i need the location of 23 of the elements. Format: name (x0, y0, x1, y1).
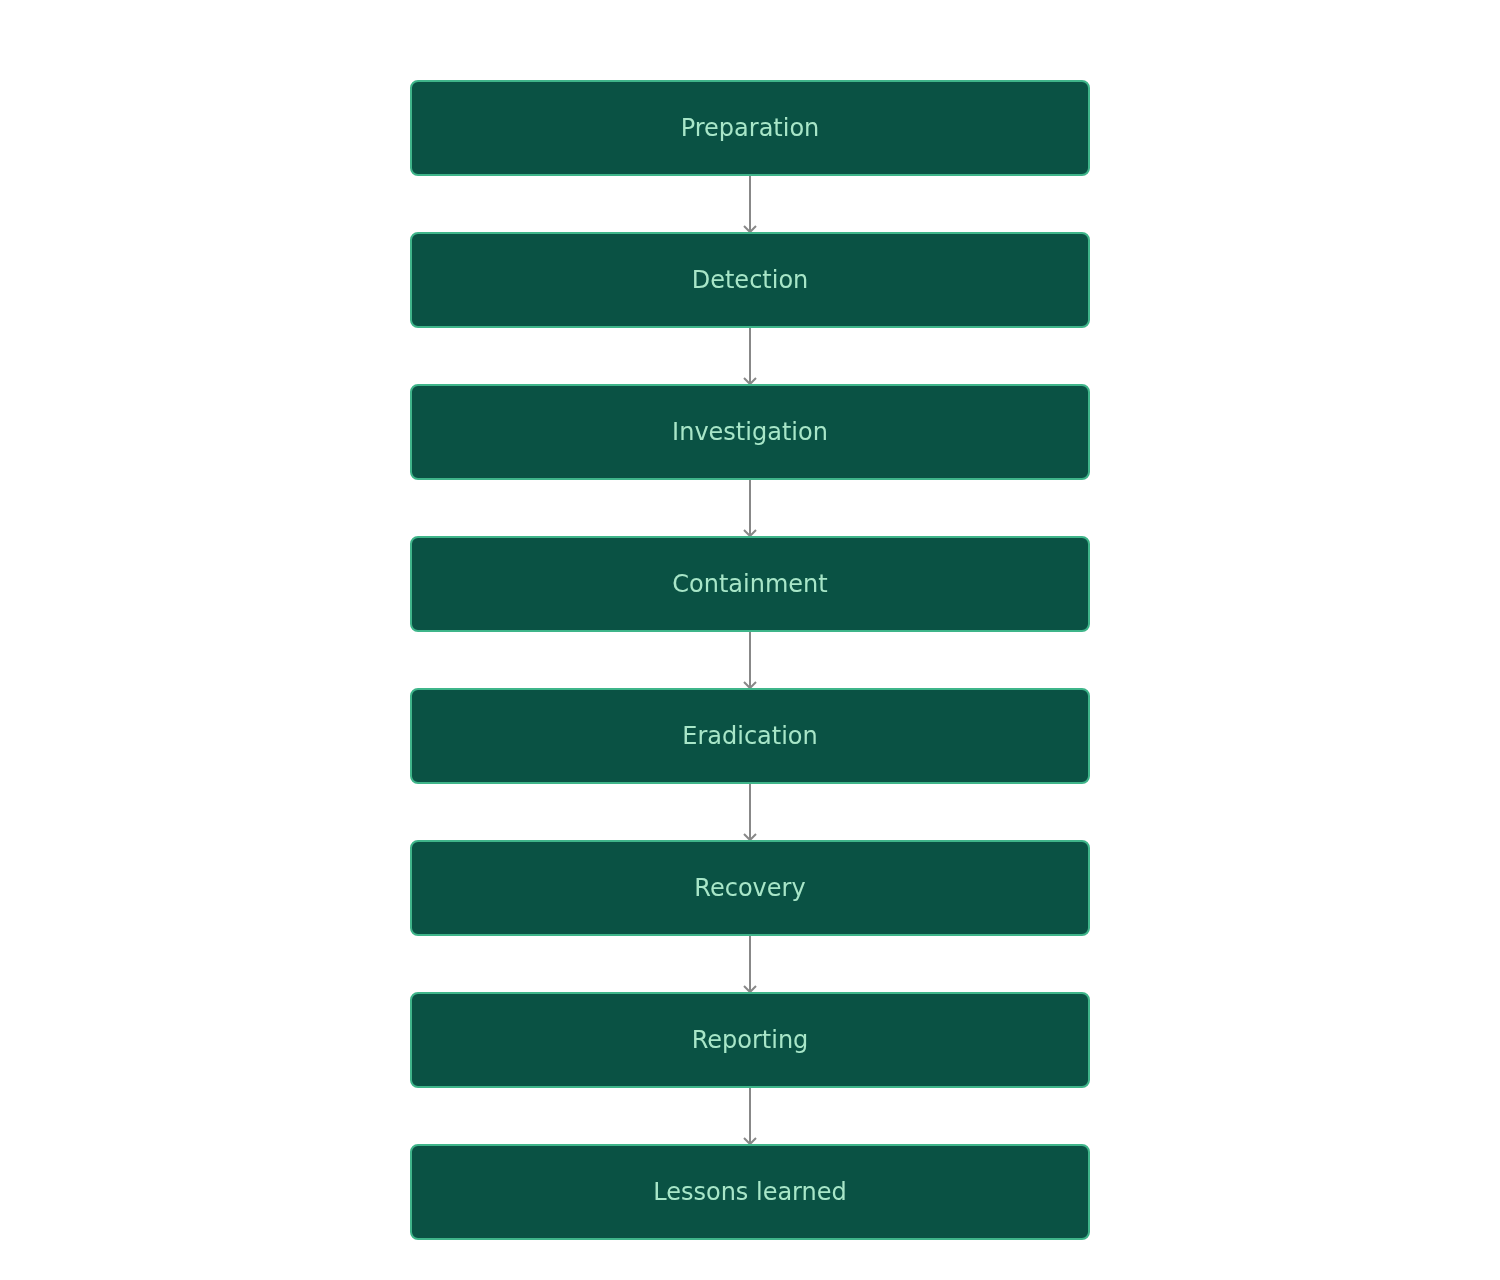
step-label: Preparation (680, 114, 820, 142)
step-label: Detection (691, 266, 809, 294)
step-label: Recovery (694, 874, 806, 902)
process-box (410, 232, 1090, 328)
step-label: Containment (672, 570, 828, 598)
arrow (743, 327, 757, 385)
process-box (410, 80, 1090, 176)
step-label: Investigation (672, 418, 828, 446)
process-box (410, 384, 1090, 480)
process-box (410, 536, 1090, 632)
process-box (410, 1144, 1090, 1240)
step-label: Reporting (691, 1026, 809, 1054)
arrow (743, 175, 757, 233)
arrow (743, 1087, 757, 1145)
step-label: Eradication (682, 722, 818, 750)
arrow (743, 479, 757, 537)
process-box (410, 840, 1090, 936)
arrow (743, 631, 757, 689)
arrow (743, 935, 757, 993)
step-label: Lessons learned (653, 1178, 847, 1206)
arrow (743, 783, 757, 841)
process-box (410, 688, 1090, 784)
process-box (410, 992, 1090, 1088)
